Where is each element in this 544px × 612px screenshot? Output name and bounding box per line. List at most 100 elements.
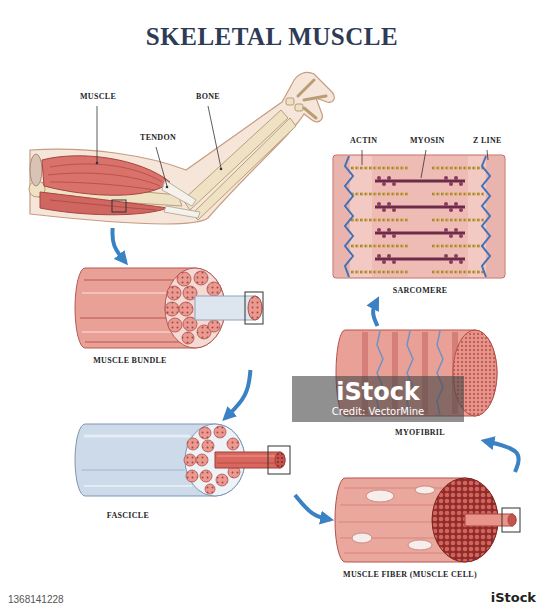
fascicle-illustration-part: [84, 435, 190, 438]
fascicle-illustration-part: [275, 452, 285, 468]
arm-illustration-part: [50, 164, 162, 182]
muscle-fiber-panel: MUSCLE FIBER (MUSCLE CELL): [330, 472, 530, 585]
sarcomere-illustration-part: [351, 220, 484, 221]
sarcomere-illustration-part: [351, 272, 484, 273]
arm-illustration-part: [30, 72, 334, 223]
sarcomere-illustration-part: [372, 156, 468, 277]
arm-illustration-part: [30, 154, 42, 186]
muscle-bundle-illustration-part-part: [165, 302, 179, 316]
image-id: 1368141228: [8, 594, 64, 606]
muscle-fiber-illustration-part: [340, 505, 440, 506]
sarcomere-illustration-part: [333, 155, 505, 278]
muscle-fiber-illustration-part: [338, 522, 437, 523]
arm-illustration-part: [42, 156, 170, 195]
sarcomere-illustration-part: [362, 150, 363, 165]
muscle-bundle-illustration-part-part: [208, 320, 220, 332]
part-label: BONE: [196, 92, 220, 102]
part-label: MUSCLE: [80, 92, 116, 102]
flow-arrow: [225, 370, 250, 418]
arm-illustration-part: [40, 192, 168, 215]
arm-illustration-part: [183, 110, 288, 210]
muscle-fiber-illustration-part: [352, 533, 372, 543]
sarcomere-illustration-part: [334, 156, 350, 277]
fascicle-illustration-part: [217, 456, 276, 457]
flow-arrow: [485, 441, 519, 472]
muscle-bundle-illustration: [75, 268, 263, 348]
sarcomere-illustration-part: [351, 168, 484, 169]
sarcomere-illustration-part: [487, 150, 488, 160]
part-label: TENDON: [140, 133, 176, 143]
fascicle-illustration-part: [217, 463, 276, 464]
arm-illustration-part: [50, 200, 156, 210]
fascicle-illustration-part-part: [214, 426, 226, 438]
arm-illustration-part: [192, 118, 296, 220]
fascicle-illustration-part: [84, 485, 192, 487]
arm-illustration-part: [96, 162, 99, 165]
arm-illustration-part: [208, 106, 221, 168]
sarcomere-illustration-part: [375, 202, 465, 212]
arm-illustration-part: [304, 96, 326, 100]
muscle-bundle-illustration-part: [248, 296, 262, 320]
muscle-fiber-illustration-part: [508, 514, 516, 526]
part-label: ACTIN: [350, 136, 377, 146]
arm-illustration-part: [112, 200, 126, 212]
fascicle-illustration-part-part: [202, 440, 214, 452]
sarcomere-illustration-part: [375, 254, 465, 264]
sarcomere-illustration-part: [351, 194, 484, 195]
part-label: MYOSIN: [410, 136, 445, 146]
arm-illustration-part: [295, 104, 303, 111]
arm-illustration: [29, 72, 334, 223]
muscle-bundle-illustration-part: [195, 296, 262, 320]
fascicle-illustration-part-part: [196, 454, 208, 466]
sarcomere-illustration-part: [345, 156, 353, 277]
arm-illustration-part: [156, 147, 167, 186]
stage-caption: MYOFIBRIL: [395, 428, 445, 438]
fascicle-illustration-part-part: [187, 438, 199, 450]
flow-arrow: [373, 300, 377, 326]
myofibril-illustration: [336, 330, 497, 416]
stage-caption: SARCOMERE: [393, 286, 448, 296]
muscle-bundle-illustration-part: [82, 331, 176, 333]
sarcomere-illustration-part: [375, 228, 465, 238]
fascicle-panel: FASCICLE: [70, 418, 295, 525]
muscle-bundle-illustration-part: [85, 341, 182, 343]
arm-illustration-part: [286, 98, 294, 105]
fascicle-illustration-part: [82, 469, 185, 471]
muscle-bundle-illustration-part: [245, 292, 263, 324]
stage-caption: FASCICLE: [107, 511, 149, 521]
fascicle-illustration-part: [268, 446, 290, 474]
muscle-bundle-illustration-part: [82, 292, 175, 294]
muscle-bundle-illustration-part-part: [179, 302, 193, 316]
fascicle-illustration-part-part: [184, 454, 196, 466]
muscle-bundle-illustration-part-part: [207, 282, 221, 296]
arm-illustration-part: [304, 108, 316, 118]
flow-arrow: [295, 495, 330, 519]
fascicle-illustration-part-part: [200, 470, 212, 482]
sarcomere-panel: ACTINMYOSINZ LINESARCOMERE: [328, 133, 510, 300]
muscle-fiber-illustration: [335, 478, 520, 562]
stock-logo: iStock: [491, 590, 536, 605]
fascicle-illustration-part-part: [186, 470, 198, 482]
arm-illustration-part: [50, 182, 155, 190]
muscle-fiber-illustration-part: [502, 508, 520, 532]
stage-caption: MUSCLE FIBER (MUSCLE CELL): [343, 570, 477, 580]
sarcomere-illustration: [333, 150, 505, 278]
fascicle-illustration-part-part: [205, 484, 215, 494]
arm-illustration-part: [164, 206, 200, 218]
arm-illustration-part: [166, 186, 169, 189]
watermark-text: iStock: [336, 378, 420, 406]
fascicle-illustration: [75, 424, 290, 496]
sarcomere-illustration-part: [351, 246, 484, 247]
arm-illustration-part: [162, 180, 196, 206]
fascicle-illustration-part-part: [199, 427, 211, 439]
fascicle-illustration-part-part: [216, 474, 228, 486]
arm-illustration-part: [220, 168, 223, 171]
flow-arrow: [112, 228, 125, 262]
arm-illustration-part: [298, 80, 314, 96]
watermark-credit: Credit: VectorMine: [332, 406, 424, 418]
sarcomere-illustration-part: [421, 150, 426, 178]
stage-caption: MUSCLE BUNDLE: [93, 356, 166, 366]
muscle-bundle-illustration-part: [84, 279, 180, 281]
